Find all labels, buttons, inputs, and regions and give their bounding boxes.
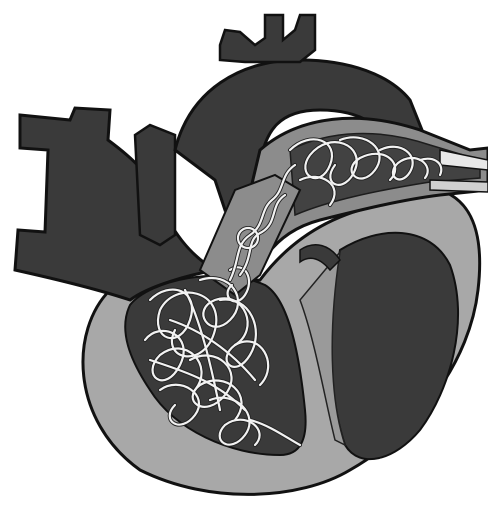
superior-vessel: [135, 125, 175, 245]
pulmonary-branch-lower: [430, 180, 488, 192]
left-ventricle: [331, 233, 458, 459]
aortic-branches: [220, 15, 315, 62]
